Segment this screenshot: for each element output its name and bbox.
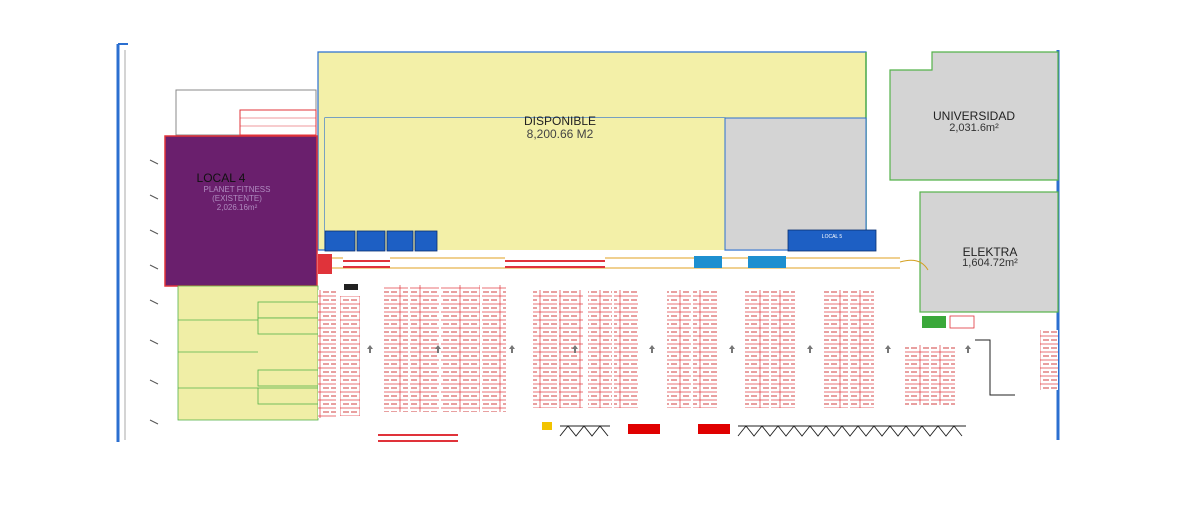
aisle-arrow-2	[435, 345, 441, 353]
aisle-arrows	[367, 345, 971, 353]
aisle-arrow-6	[729, 345, 735, 353]
street-markings	[149, 159, 159, 425]
parking-row-5-b	[614, 290, 638, 408]
parking-rows	[384, 285, 955, 412]
service-area	[175, 89, 317, 136]
elektra-area-label: 1,604.72m²	[962, 257, 1018, 269]
parking-row-8-a	[824, 290, 848, 408]
elektra-name: ELEKTRA	[963, 245, 1018, 259]
aisle-arrow-3	[509, 345, 515, 353]
local-4-tenant: PLANET FITNESS	[204, 185, 271, 194]
universidad-name: UNIVERSIDAD	[933, 109, 1015, 123]
gray-unit[interactable]	[724, 117, 867, 251]
parking-row-4-b	[559, 290, 583, 408]
local-5[interactable]: LOCAL 5	[787, 229, 877, 252]
aisle-arrow-1	[367, 345, 373, 353]
universidad-area[interactable]: UNIVERSIDAD 2,031.6m²	[889, 51, 1059, 181]
aisle-arrow-9	[965, 345, 971, 353]
parking-row-9-b	[931, 345, 955, 405]
parking-row-3-a	[456, 285, 480, 412]
right-drive	[899, 259, 1058, 396]
parking-row-7-a	[745, 290, 769, 408]
local-5-label: LOCAL 5	[822, 234, 843, 240]
universidad-area-label: 2,031.6m²	[949, 122, 999, 134]
disponible-area-label: 8,200.66 M2	[527, 127, 594, 141]
parking-row-3-b	[482, 285, 506, 412]
disponible-name: DISPONIBLE	[524, 114, 596, 128]
sidewalk	[318, 254, 900, 290]
parking-west	[318, 290, 360, 418]
local-4[interactable]: LOCAL 4 PLANET FITNESS (EXISTENTE) 2,026…	[164, 135, 318, 287]
parking-row-2-a	[415, 285, 439, 412]
parking-row-9-a	[905, 345, 929, 405]
aisle-arrow-5	[649, 345, 655, 353]
aisle-arrow-7	[807, 345, 813, 353]
parking-row-6-a	[667, 290, 691, 408]
parking-row-4-a	[533, 290, 557, 408]
small-locales[interactable]	[324, 230, 438, 252]
parking-row-8-b	[850, 290, 874, 408]
parking-row-1-a	[384, 285, 408, 412]
parking-row-6-b	[693, 290, 717, 408]
parking-row-5-a	[588, 290, 612, 408]
local-4-name: LOCAL 4	[197, 171, 246, 185]
local-4-status: (EXISTENTE)	[212, 194, 262, 203]
aisle-arrow-4	[572, 345, 578, 353]
elektra-area[interactable]: ELEKTRA 1,604.72m²	[919, 191, 1059, 329]
yellow-locales[interactable]	[177, 285, 319, 421]
aisle-arrow-8	[885, 345, 891, 353]
bottom-features	[378, 422, 966, 442]
local-4-area: 2,026.16m²	[217, 203, 258, 212]
parking-row-7-b	[771, 290, 795, 408]
